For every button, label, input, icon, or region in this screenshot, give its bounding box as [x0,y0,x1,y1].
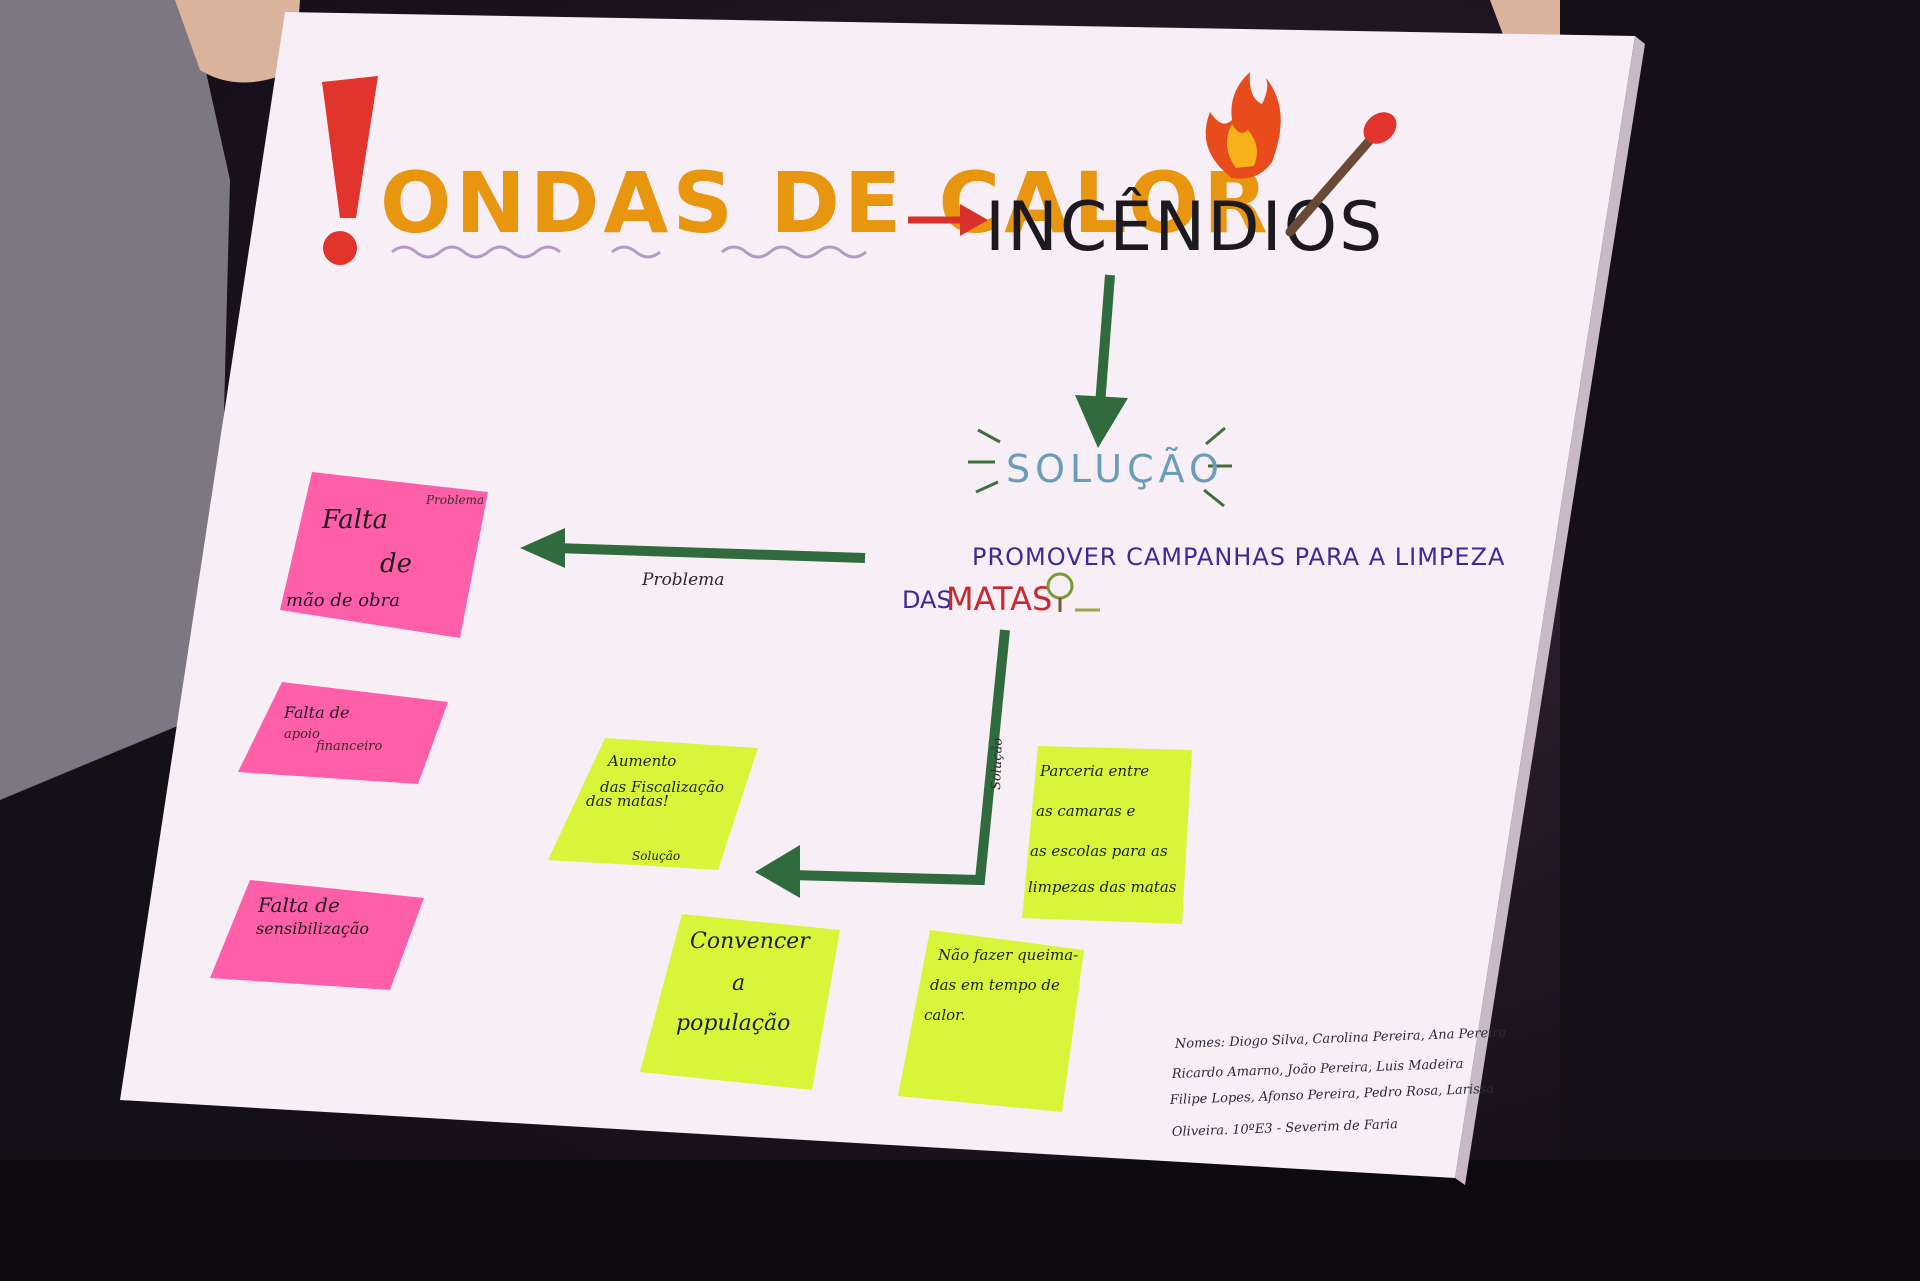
pink-note-line: apoio [284,727,320,742]
green-note-line: as camaras e [1036,802,1135,820]
arrow-left-to-problems [520,528,866,568]
green-note-convencer: Convencer a população [640,914,840,1090]
poster-edge-shadow [1455,36,1645,1185]
poster-board [120,12,1635,1178]
green-note-tag: Solução [632,849,680,863]
green-note-line: Não fazer queima- [937,946,1078,964]
green-note-line: as escolas para as [1030,842,1168,860]
promover-text-matas: MATAS [946,580,1052,618]
promover-text-line1: PROMOVER CAMPANHAS PARA A LIMPEZA [972,543,1505,571]
red-arrow-right-icon [908,204,988,236]
problema-arrow-label: Problema [641,570,724,590]
pink-note-line: Falta [321,505,388,535]
title-underline-waves [391,245,867,259]
background-floor [0,1160,1920,1281]
hand-top-left [175,0,300,83]
tree-icon [1046,572,1100,612]
green-note-aumento-fiscalizacao: Aumento das Fiscalização das matas! Solu… [548,738,758,870]
sun-burst-icon [968,426,1232,508]
pink-note-line: sensibilização [256,919,369,938]
pink-note-line: financeiro [315,739,383,754]
pink-note-line: mão de obra [286,590,400,611]
green-note-line: Aumento [606,752,676,770]
arrow-down-to-solucao [1075,274,1128,448]
green-note-line: calor. [924,1006,965,1024]
solucao-arrow-label: Solução [989,737,1006,790]
pink-note-falta-sensibilizacao: Falta de sensibilização [210,880,424,990]
background-dark-right [1560,0,1920,1281]
green-note-line: população [676,1011,790,1036]
pink-note-falta-apoio: Falta de apoio financeiro [238,682,448,784]
green-note-line: das Fiscalização [600,778,724,796]
fire-icon [1205,72,1281,179]
promover-text-prefix: DAS [902,586,952,614]
person-left-sleeve [0,0,230,860]
green-note-line: das matas! [586,792,669,810]
pink-note-line: Falta de [283,703,349,722]
exclamation-mark-icon [322,76,378,265]
green-note-line: Parceria entre [1039,762,1149,780]
green-note-nao-fazer-queimadas: Não fazer queima- das em tempo de calor. [898,930,1084,1112]
green-note-line: limpezas das matas [1028,878,1177,896]
green-note-parceria: Parceria entre as camaras e as escolas p… [1022,746,1192,924]
pink-note-falta-mao-de-obra: Problema Falta de mão de obra [280,472,488,638]
pink-note-tag: Problema [425,493,484,507]
pink-note-line: de [380,549,412,579]
pink-note-line: Falta de [257,893,340,917]
green-note-line: a [732,971,745,996]
title-ondas-de-calor: ONDAS DE CALOR [380,154,1272,252]
green-note-line: Convencer [690,929,811,954]
arrow-down-left-to-solutions [755,629,1010,898]
match-icon [1285,112,1397,237]
green-note-line: das em tempo de [930,976,1060,994]
solucao-label: SOLUÇÃO [1006,447,1224,491]
